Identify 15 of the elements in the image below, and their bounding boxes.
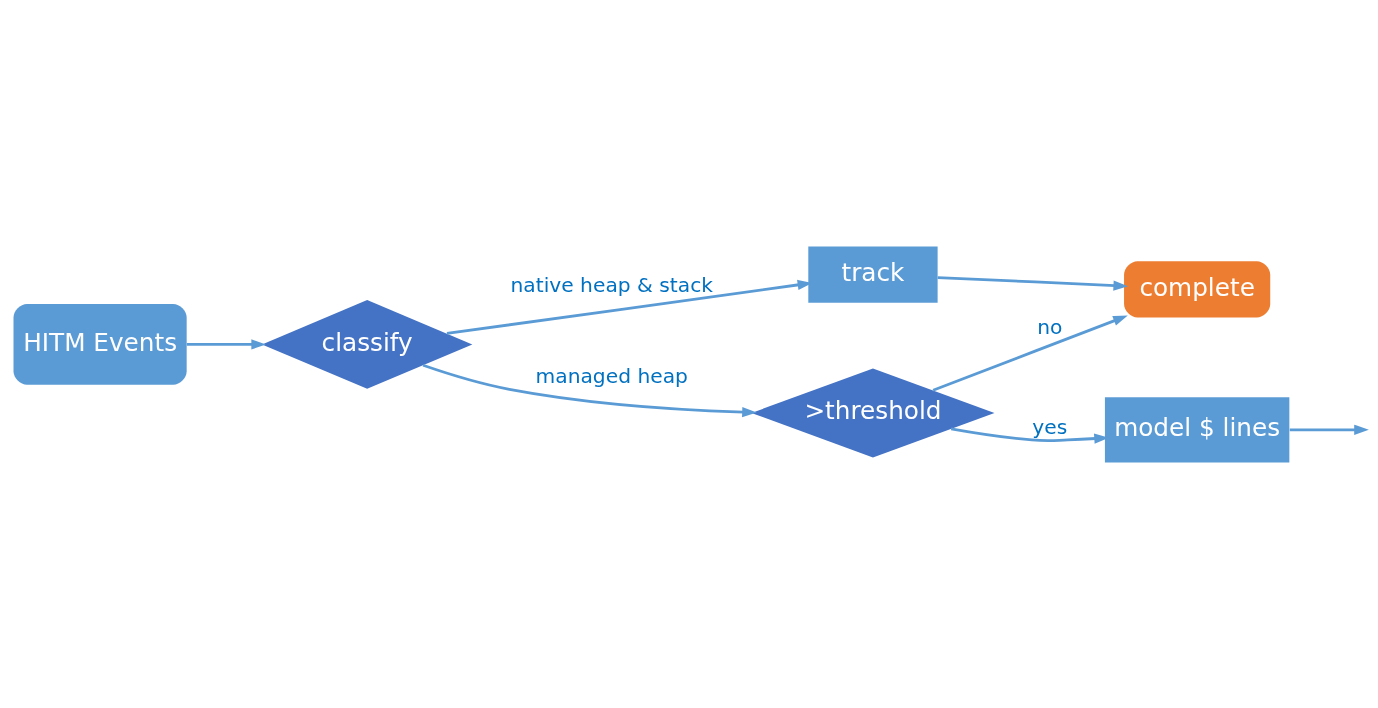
- arrow: [446, 279, 812, 335]
- node-diamond: classify: [261, 299, 472, 389]
- edge-label: managed heap: [535, 363, 688, 388]
- node-box: complete: [1123, 260, 1270, 317]
- node-box: model $ lines: [1104, 396, 1289, 462]
- node-box: HITM Events: [13, 303, 187, 385]
- arrow: [422, 363, 757, 417]
- edge-label: yes: [1031, 414, 1067, 439]
- edge-label: native heap & stack: [510, 272, 713, 297]
- arrow: [937, 275, 1128, 291]
- edge-label: no: [1036, 314, 1062, 339]
- node-box: track: [807, 246, 938, 303]
- arrow: [932, 315, 1128, 392]
- arrow: [1289, 424, 1369, 435]
- arrow: [186, 338, 266, 349]
